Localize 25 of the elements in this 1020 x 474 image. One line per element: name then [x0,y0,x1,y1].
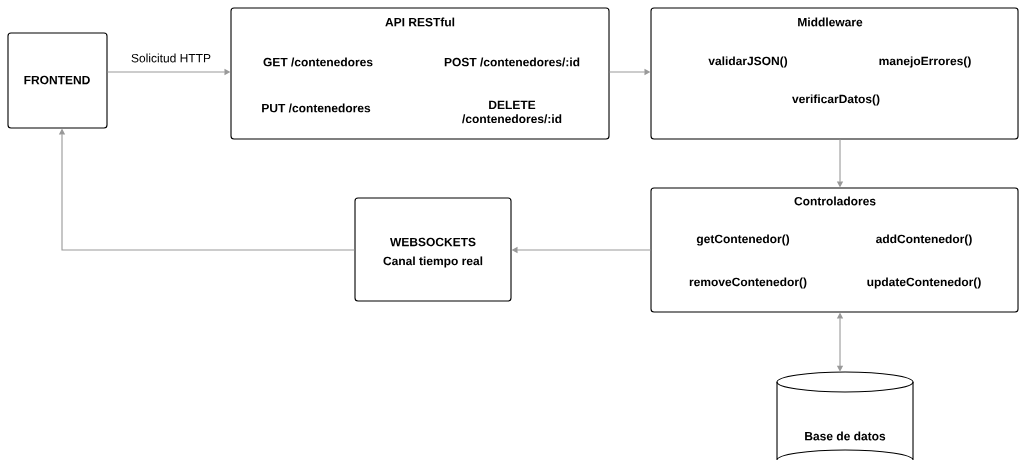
box-text: manejoErrores() [879,56,971,68]
process-box [354,197,512,302]
box-title: API RESTful [385,17,455,27]
box-text: getContenedor() [696,234,790,246]
process-box [650,7,1019,140]
box-text: verificarDatos() [792,94,880,106]
process-box [230,7,610,140]
box-text: FRONTEND [24,75,90,85]
box-text: removeContenedor() [689,277,807,289]
box-title: Controladores [794,196,876,206]
box-text: validarJSON() [708,56,788,68]
box-text: updateContenedor() [867,277,981,289]
box-text: PUT /contenedores [262,103,371,113]
box-text: WEBSOCKETS [390,237,476,247]
box-title: Middleware [798,17,863,27]
box-text: Canal tiempo real [383,256,483,268]
process-box [7,32,108,129]
box-text: GET /contenedores [263,57,373,67]
box-text: addContenedor() [876,234,972,246]
database-cylinder [776,371,914,461]
box-text: POST /contenedores/:id [444,57,580,67]
edge-label: Solicitud HTTP [130,52,212,64]
process-box [650,187,1019,313]
box-text: DELETE /contenedores/:id [462,100,562,124]
box-text: Base de datos [805,431,886,441]
